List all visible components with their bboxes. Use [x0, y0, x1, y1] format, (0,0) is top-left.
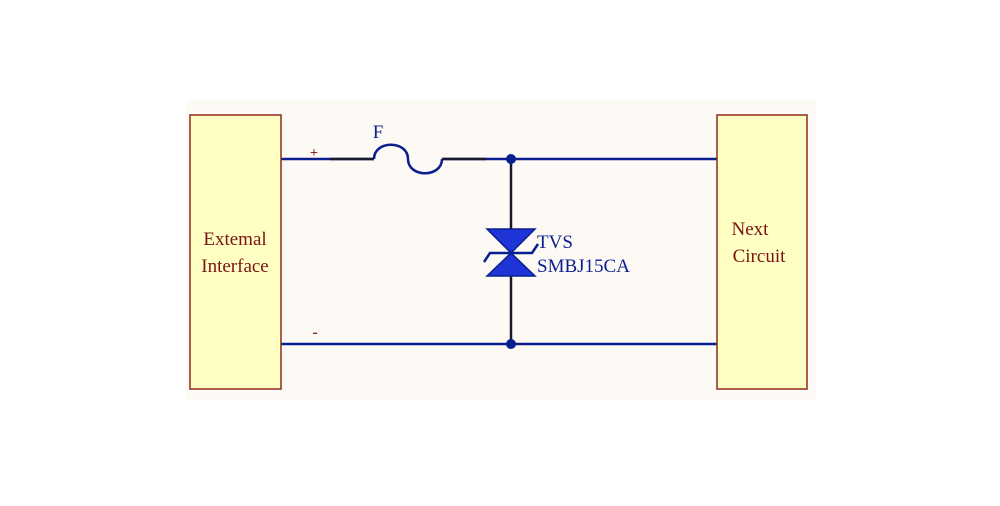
external-interface-block [189, 114, 282, 390]
tvs-part-number-label: SMBJ15CA [537, 256, 630, 277]
positive-polarity-label: + [310, 146, 318, 161]
schematic-background [186, 100, 816, 400]
external-interface-label-line2: Interface [201, 256, 269, 277]
tvs-diode-lower-triangle [485, 251, 537, 277]
fuse-label: F [373, 122, 384, 143]
next-circuit-label-line2: Circuit [733, 246, 786, 267]
external-interface-label-line1: Extemal [203, 229, 266, 250]
junction-node-top [506, 154, 516, 164]
tvs-diode-upper-triangle [485, 228, 537, 255]
negative-polarity-label: - [312, 324, 317, 341]
next-circuit-block [716, 114, 808, 390]
tvs-label: TVS [537, 232, 573, 253]
fuse-symbol [372, 143, 444, 175]
junction-node-bottom [506, 339, 516, 349]
next-circuit-label-line1: Next [732, 219, 770, 240]
tvs-diode-bar [482, 243, 540, 263]
